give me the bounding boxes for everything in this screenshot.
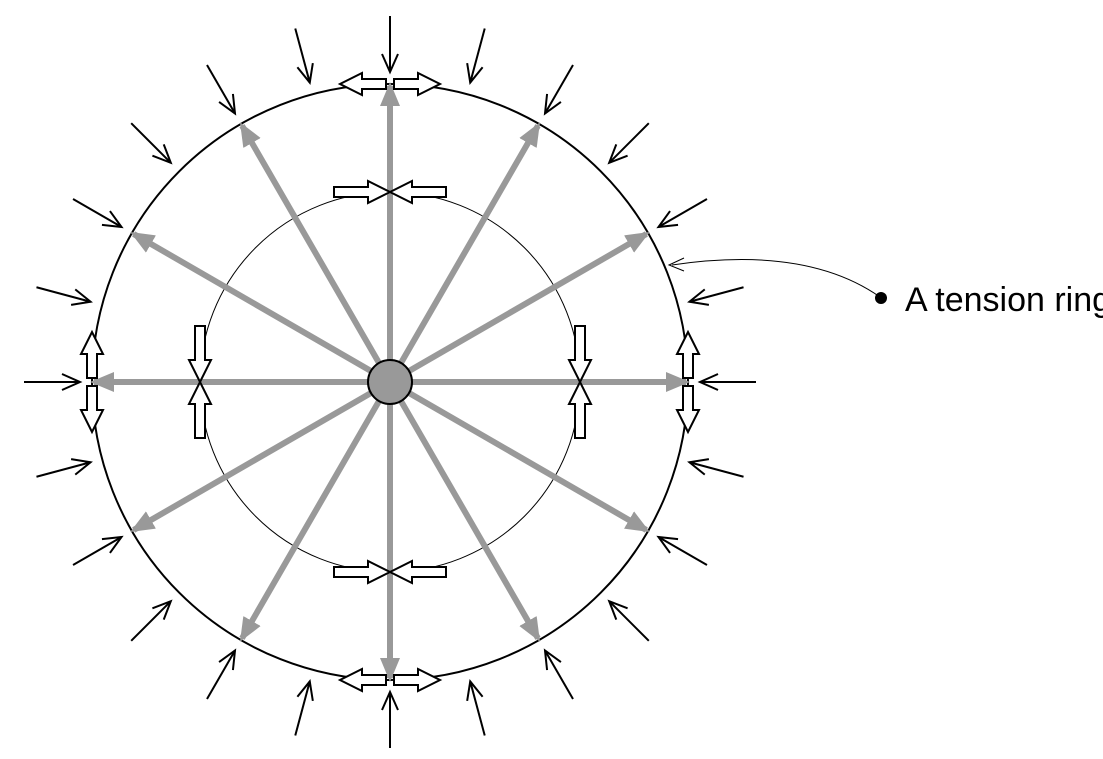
tension-force-arrow	[337, 667, 387, 693]
compression-force-arrow	[387, 179, 447, 205]
load-arrow	[24, 373, 83, 391]
load-arrow	[687, 286, 744, 306]
load-arrow	[206, 64, 237, 116]
load-arrow	[381, 16, 399, 75]
compression-force-arrow	[387, 559, 447, 585]
radial-spoke	[130, 231, 376, 376]
load-arrow	[656, 535, 708, 566]
radial-spoke	[404, 231, 650, 376]
load-arrow	[294, 28, 314, 85]
tension-ring-label: A tension ring	[905, 281, 1103, 319]
load-arrow	[72, 198, 124, 229]
compression-force-arrow	[333, 559, 393, 585]
load-arrow	[466, 28, 486, 85]
ring-force-arrows	[79, 71, 701, 693]
load-arrow	[381, 689, 399, 748]
compression-force-arrow	[187, 325, 213, 385]
compression-force-arrow	[567, 379, 593, 439]
radial-spoke	[239, 396, 384, 642]
load-arrow	[607, 599, 650, 642]
radial-spokes	[90, 82, 690, 682]
tension-force-arrow	[337, 71, 387, 97]
callout-leader-line	[671, 259, 881, 298]
load-arrow	[697, 373, 756, 391]
load-arrow	[130, 122, 173, 165]
compression-force-arrow	[567, 325, 593, 385]
callout-leader-arrowhead	[667, 257, 685, 272]
load-arrow	[543, 64, 574, 116]
external-load-arrows	[24, 16, 756, 748]
compression-force-arrow	[187, 379, 213, 439]
tension-force-arrow	[79, 329, 105, 379]
load-arrow	[72, 535, 124, 566]
tension-force-arrow	[675, 329, 701, 379]
load-arrow	[206, 648, 237, 700]
tension-force-arrow	[393, 71, 443, 97]
radial-spoke	[130, 388, 376, 533]
tension-force-arrow	[79, 385, 105, 435]
load-arrow	[687, 458, 744, 478]
load-arrow	[656, 198, 708, 229]
radial-spoke	[239, 122, 384, 368]
load-arrow	[36, 458, 93, 478]
load-arrow	[466, 679, 486, 736]
radial-spoke	[396, 396, 541, 642]
tension-force-arrow	[393, 667, 443, 693]
load-arrow	[36, 286, 93, 306]
load-arrow	[607, 122, 650, 165]
load-arrow	[543, 648, 574, 700]
tension-force-arrow	[675, 385, 701, 435]
compression-force-arrow	[333, 179, 393, 205]
radial-spoke	[404, 388, 650, 533]
tension-ring-callout: A tension ring	[667, 257, 1103, 319]
load-arrow	[130, 599, 173, 642]
central-hub	[367, 359, 413, 405]
radial-spoke	[396, 122, 541, 368]
callout-dot	[875, 292, 887, 304]
load-arrow	[294, 679, 314, 736]
